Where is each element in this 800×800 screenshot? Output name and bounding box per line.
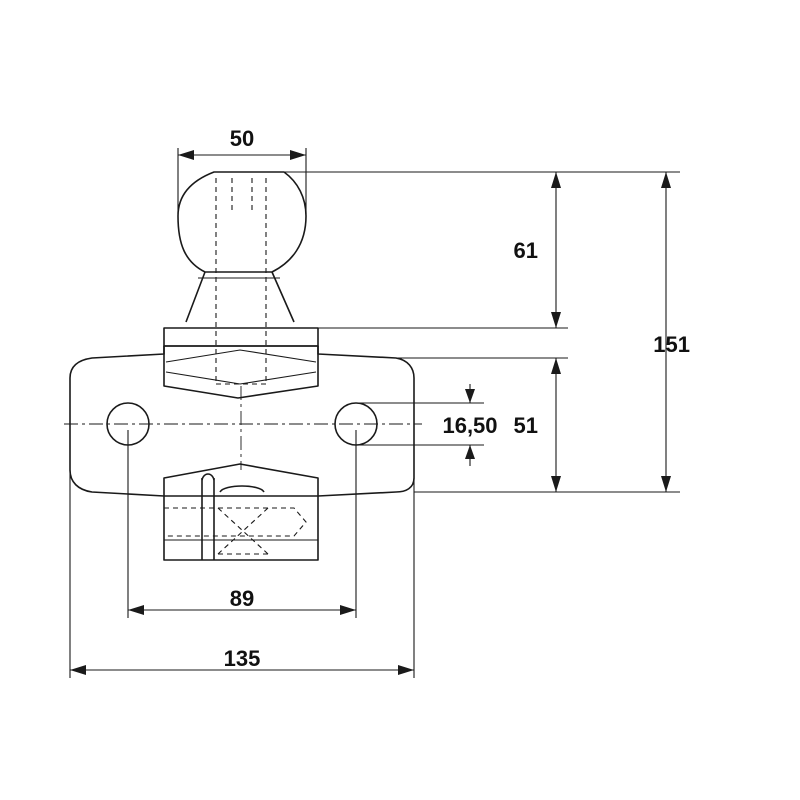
ball-shoulder-block (163, 327, 319, 347)
ball-head-outline (177, 171, 307, 273)
tow-ball (163, 171, 319, 385)
dim-51-arrow-top (551, 358, 561, 374)
dimension-ball-diameter: 50 (177, 126, 307, 214)
dim-151-arrow-top (661, 172, 671, 188)
dim-135-arrow-left (70, 665, 86, 675)
dimension-ball-height: 61 (284, 171, 680, 329)
pin-head (201, 473, 215, 481)
dim-50-arrow-left (178, 150, 194, 160)
dimension-hole-spacing: 89 (127, 430, 357, 618)
dim-89-label: 89 (230, 586, 254, 611)
locking-pin (164, 507, 307, 537)
dim-51-label: 51 (514, 413, 538, 438)
upper-clamp (163, 346, 319, 399)
dim-1650-arrow-top (465, 389, 475, 403)
dim-51-arrow-bottom (551, 476, 561, 492)
dim-135-arrow-right (398, 665, 414, 675)
lower-clamp (163, 463, 319, 561)
dim-151-label: 151 (653, 332, 690, 357)
dim-50-arrow-right (290, 150, 306, 160)
dimension-plate-height: 51 (396, 357, 568, 492)
ball-neck-outline (185, 271, 295, 323)
mounting-plate (64, 345, 422, 561)
dim-61-arrow-bottom (551, 312, 561, 328)
dimension-plate-width: 135 (69, 470, 415, 678)
dim-135-label: 135 (224, 646, 261, 671)
dim-50-label: 50 (230, 126, 254, 151)
lower-bore (219, 485, 265, 493)
plate-outline (69, 345, 415, 497)
dim-61-label: 61 (514, 238, 538, 263)
lower-hidden-crosses (217, 507, 269, 555)
dim-151-arrow-bottom (661, 476, 671, 492)
dim-1650-arrow-bottom (465, 445, 475, 459)
dim-61-arrow-top (551, 172, 561, 188)
dim-89-arrow-right (340, 605, 356, 615)
dimension-hole-diameter: 16,50 (356, 384, 498, 466)
dimension-total-height: 151 (414, 172, 690, 493)
dim-1650-label: 16,50 (442, 413, 497, 438)
dim-89-arrow-left (128, 605, 144, 615)
upper-clamp-ridge (165, 349, 317, 385)
